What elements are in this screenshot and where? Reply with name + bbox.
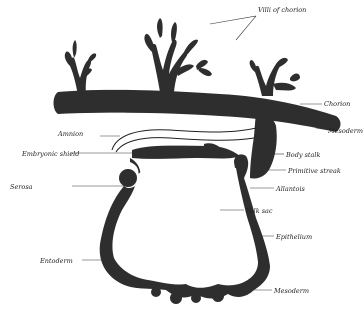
label-embryonic-shield: Embryonic shield xyxy=(21,150,132,158)
svg-text:Mesoderm: Mesoderm xyxy=(327,127,363,135)
svg-text:Yolk sac: Yolk sac xyxy=(246,207,273,215)
yolk-sac-cavity xyxy=(119,165,254,281)
svg-text:Epithelium: Epithelium xyxy=(275,233,312,241)
svg-text:Villi of chorion: Villi of chorion xyxy=(258,6,306,14)
label-villi: Villi of chorion xyxy=(210,6,306,40)
svg-text:Chorion: Chorion xyxy=(324,100,350,108)
label-entoderm: Entoderm xyxy=(39,257,102,265)
label-amnion: Amnion xyxy=(57,130,120,138)
svg-text:Entoderm: Entoderm xyxy=(39,257,73,265)
label-primitive-streak: Primitive streak xyxy=(264,167,341,175)
label-chorion: Chorion xyxy=(300,100,350,108)
label-body-stalk: Body stalk xyxy=(272,151,320,159)
body-stalk xyxy=(250,112,277,179)
svg-text:Serosa: Serosa xyxy=(10,183,33,191)
chorionic-villi xyxy=(65,18,300,96)
label-allantois: Allantois xyxy=(250,185,306,193)
svg-text:Mesoderm: Mesoderm xyxy=(273,287,309,295)
svg-text:Amnion: Amnion xyxy=(57,130,83,138)
label-serosa: Serosa xyxy=(10,183,124,191)
svg-text:Body stalk: Body stalk xyxy=(285,151,320,159)
allantois-knob xyxy=(119,169,137,187)
embryonic-shield xyxy=(132,146,240,159)
svg-text:Embryonic shield: Embryonic shield xyxy=(21,150,79,158)
svg-text:Allantois: Allantois xyxy=(275,185,306,193)
chorion-band xyxy=(54,90,341,132)
svg-text:Primitive streak: Primitive streak xyxy=(287,167,341,175)
